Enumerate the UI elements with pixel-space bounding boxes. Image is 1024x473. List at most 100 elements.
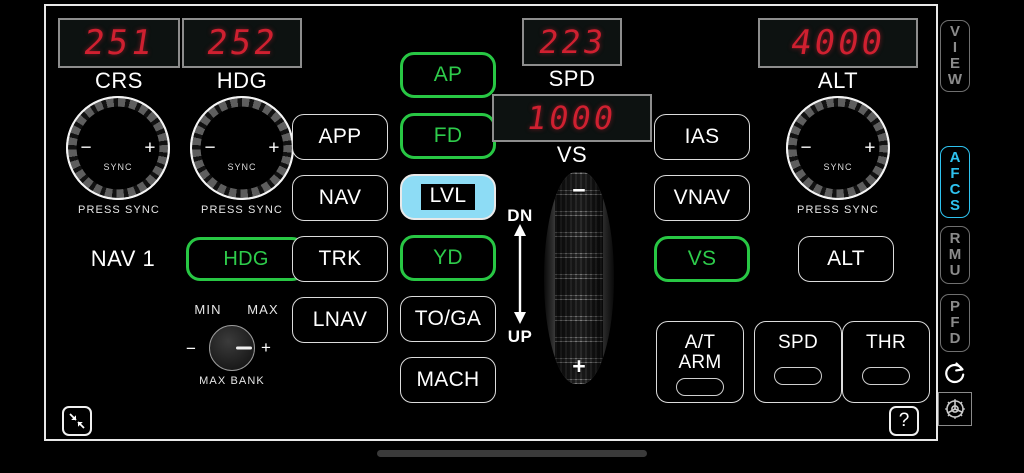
- spd-value: 223: [535, 23, 609, 61]
- lnav-button[interactable]: LNAV: [292, 297, 388, 343]
- nav-button-label: NAV: [318, 186, 362, 209]
- vnav-button[interactable]: VNAV: [654, 175, 750, 221]
- yd-button-label: YD: [433, 246, 463, 269]
- vs-button-label: VS: [687, 247, 717, 270]
- ias-button[interactable]: IAS: [654, 114, 750, 160]
- at-spd-button-label: SPD: [778, 332, 818, 353]
- home-indicator: [377, 450, 647, 457]
- mach-button-label: MACH: [416, 368, 480, 391]
- ap-button[interactable]: AP: [400, 52, 496, 98]
- fd-button[interactable]: FD: [400, 113, 496, 159]
- nav-button[interactable]: NAV: [292, 175, 388, 221]
- at-arm-indicator: [676, 377, 724, 396]
- help-button[interactable]: ?: [889, 406, 919, 436]
- hdg-mode-button-label: HDG: [223, 247, 269, 270]
- hdg-value: 252: [203, 23, 281, 63]
- vs-button[interactable]: VS: [654, 236, 750, 282]
- alt-knob-minus[interactable]: −: [800, 137, 812, 159]
- crs-knob[interactable]: − + SYNC: [66, 96, 170, 200]
- vs-direction-arrow-icon: [514, 224, 526, 324]
- refresh-button[interactable]: [938, 358, 972, 388]
- at-thr-button-label: THR: [866, 332, 906, 353]
- lvl-button-label: LVL: [420, 183, 476, 211]
- at-spd-indicator: [774, 366, 822, 385]
- hdg-mode-button[interactable]: HDG: [186, 237, 306, 281]
- ap-button-label: AP: [433, 63, 463, 86]
- alt-button-label: ALT: [827, 247, 865, 270]
- alt-knob-plus[interactable]: +: [864, 137, 876, 159]
- crs-value: 251: [80, 23, 158, 63]
- vs-label: VS: [556, 142, 588, 167]
- sidebar-item-afcs-letter-0: A: [949, 148, 961, 166]
- sidebar-item-view-letter-0: V: [949, 22, 960, 40]
- sidebar-item-view-letter-1: I: [952, 38, 958, 56]
- vnav-button-label: VNAV: [673, 186, 731, 209]
- crs-label: CRS: [95, 68, 143, 93]
- max-bank-caption: MAX BANK: [199, 375, 265, 387]
- collapse-button[interactable]: [62, 406, 92, 436]
- alt-knob-sync-label: SYNC: [823, 161, 853, 172]
- hdg-knob-minus[interactable]: −: [204, 137, 216, 159]
- hdg-label: HDG: [216, 68, 268, 93]
- max-bank-knob-pointer: [236, 346, 252, 350]
- crs-knob-plus[interactable]: +: [144, 137, 156, 159]
- crs-knob-rim: [66, 96, 170, 200]
- max-bank-minus[interactable]: −: [186, 339, 196, 358]
- refresh-icon: [945, 362, 965, 384]
- max-bank-knob[interactable]: [209, 325, 255, 371]
- vs-thumbwheel-plus[interactable]: +: [572, 353, 586, 379]
- alt-press-sync-caption: PRESS SYNC: [797, 204, 879, 216]
- app-button[interactable]: APP: [292, 114, 388, 160]
- app-button-label: APP: [318, 125, 362, 148]
- vs-value: 1000: [524, 99, 620, 137]
- fd-button-label: FD: [433, 124, 463, 147]
- hdg-knob-sync-label: SYNC: [227, 161, 257, 172]
- vs-display: 1000: [492, 94, 652, 142]
- sidebar-item-rmu[interactable]: R M U: [940, 226, 970, 284]
- spd-label: SPD: [548, 66, 596, 91]
- sidebar-item-rmu-letter-0: R: [949, 229, 961, 247]
- max-bank-plus[interactable]: +: [261, 338, 271, 357]
- trk-button-label: TRK: [318, 247, 362, 270]
- sidebar-item-rmu-letter-1: M: [948, 245, 962, 263]
- sidebar-item-afcs-letter-3: S: [949, 197, 960, 215]
- settings-button[interactable]: [938, 392, 972, 426]
- sidebar-item-view[interactable]: V I E W: [940, 20, 970, 92]
- sidebar-item-pfd-letter-2: D: [949, 330, 961, 348]
- spd-display: 223: [522, 18, 622, 66]
- collapse-arrows-icon: [69, 413, 85, 429]
- at-spd-button[interactable]: SPD: [754, 321, 842, 403]
- crs-press-sync-caption: PRESS SYNC: [78, 204, 160, 216]
- hdg-display: 252: [182, 18, 302, 68]
- yd-button[interactable]: YD: [400, 235, 496, 281]
- panel-bezel: 251 CRS − + SYNC PRESS SYNC 252 HDG − + …: [44, 4, 938, 441]
- alt-button[interactable]: ALT: [798, 236, 894, 282]
- max-bank-max-label: MAX: [247, 302, 279, 317]
- lvl-button[interactable]: LVL: [400, 174, 496, 220]
- at-thr-button[interactable]: THR: [842, 321, 930, 403]
- crs-knob-minus[interactable]: −: [80, 137, 92, 159]
- sidebar-item-afcs[interactable]: A F C S: [940, 146, 970, 218]
- trk-button[interactable]: TRK: [292, 236, 388, 282]
- at-arm-button-line1: A/T: [684, 332, 716, 353]
- hdg-knob-plus[interactable]: +: [268, 137, 280, 159]
- sidebar-item-view-letter-2: E: [949, 55, 960, 72]
- vs-up-label: UP: [507, 327, 533, 346]
- alt-label: ALT: [817, 68, 859, 93]
- at-arm-button[interactable]: A/T ARM: [656, 321, 744, 403]
- mach-button[interactable]: MACH: [400, 357, 496, 403]
- vs-thumbwheel-minus[interactable]: −: [572, 177, 586, 203]
- sidebar-item-view-letter-3: W: [947, 71, 963, 89]
- toga-button[interactable]: TO/GA: [400, 296, 496, 342]
- alt-knob-rim: [786, 96, 890, 200]
- hdg-knob[interactable]: − + SYNC: [190, 96, 294, 200]
- crs-knob-hub: [88, 118, 148, 178]
- sidebar-item-pfd-letter-0: P: [949, 297, 960, 315]
- alt-knob[interactable]: − + SYNC: [786, 96, 890, 200]
- toga-button-label: TO/GA: [414, 307, 482, 330]
- vs-thumbwheel[interactable]: − +: [544, 172, 614, 384]
- max-bank-min-label: MIN: [194, 302, 222, 317]
- hdg-press-sync-caption: PRESS SYNC: [201, 204, 283, 216]
- sidebar-item-pfd[interactable]: P F D: [940, 294, 970, 352]
